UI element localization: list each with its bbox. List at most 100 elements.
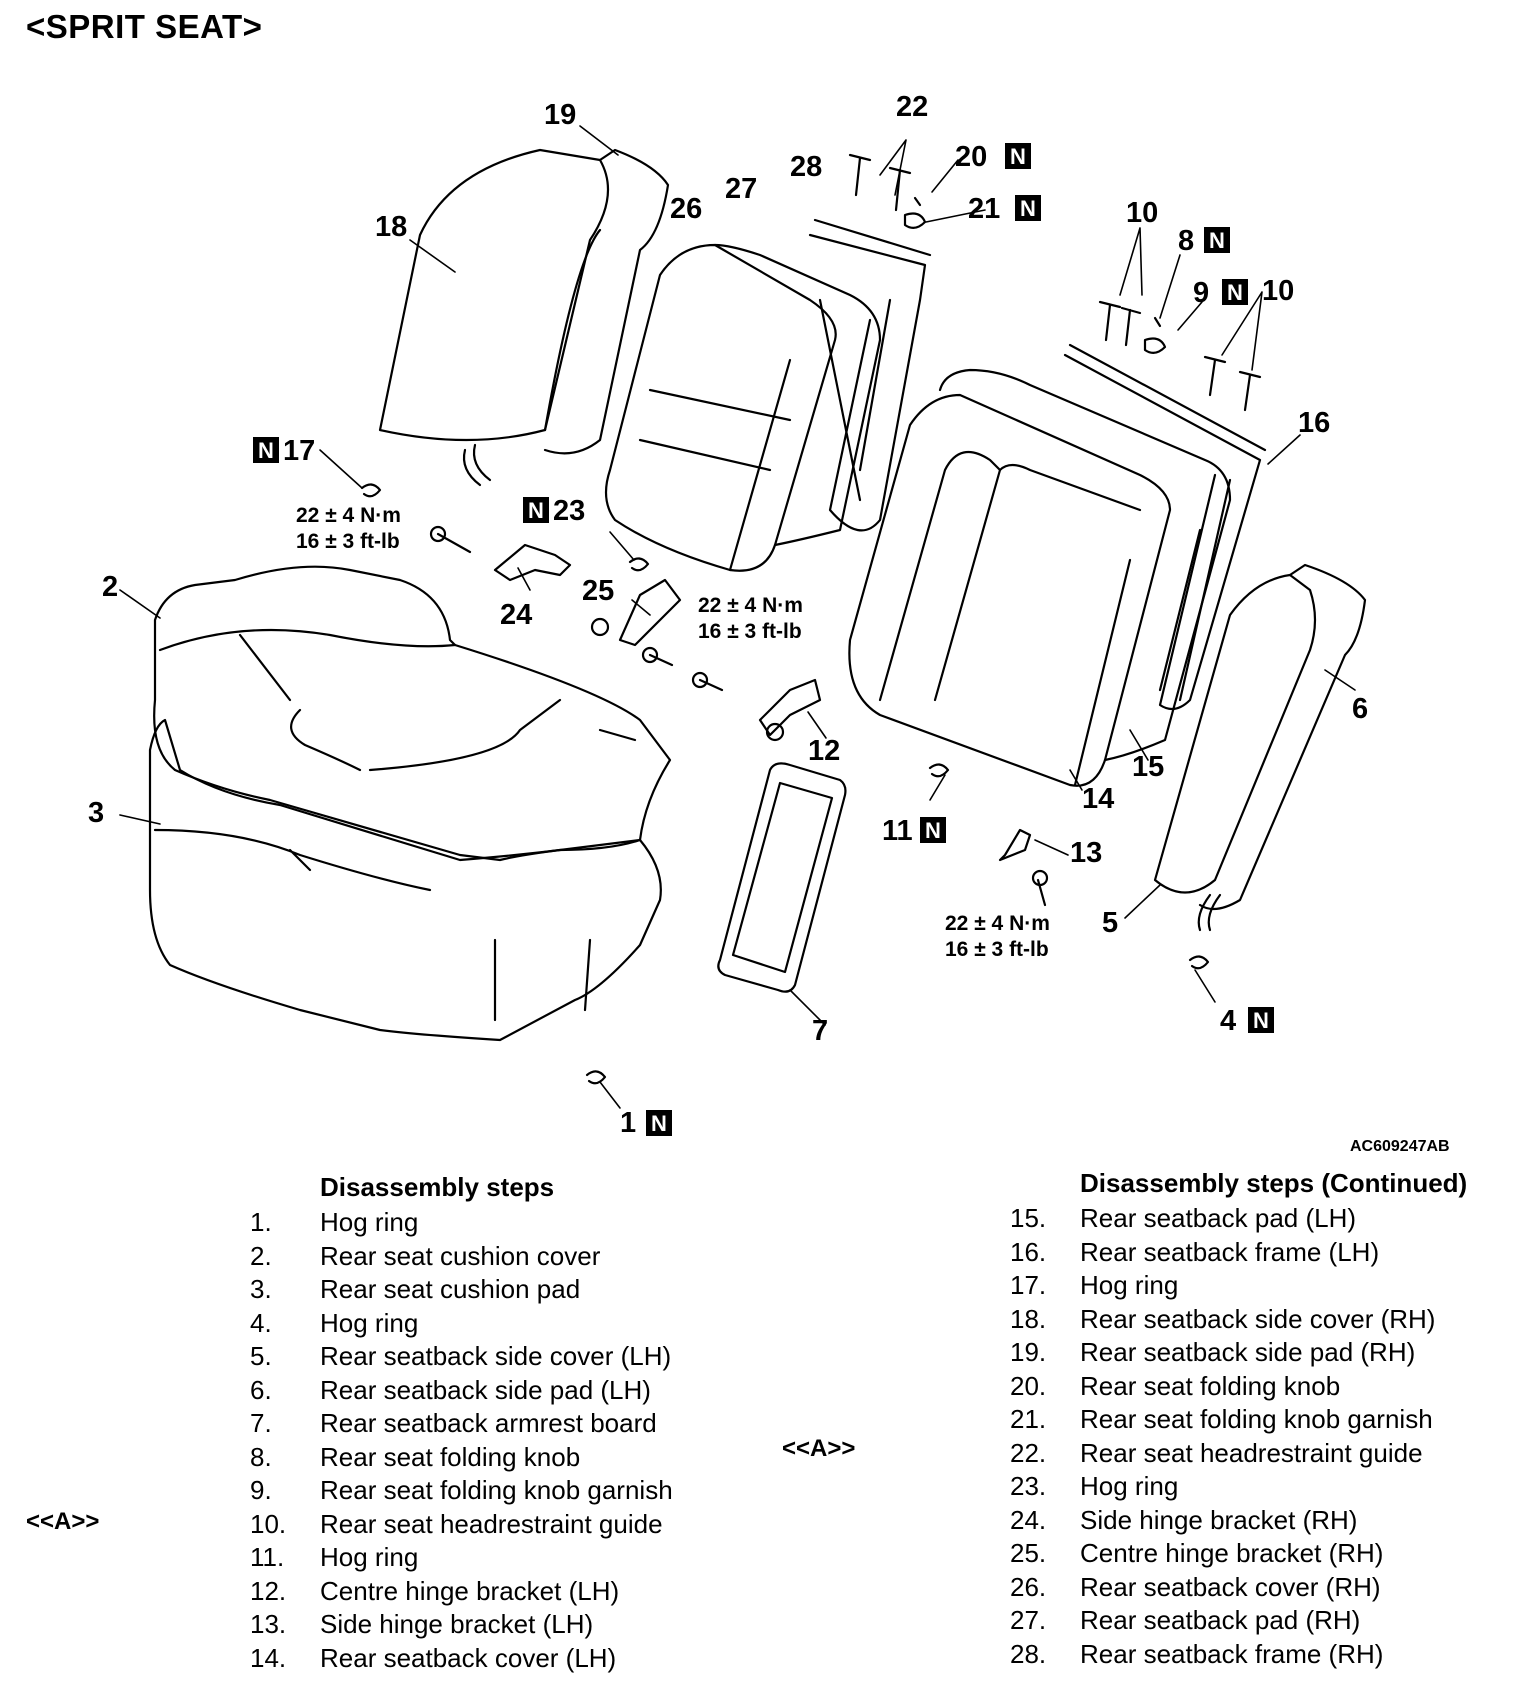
seatback-side-cover-rh	[378, 148, 670, 487]
figure-code: AC609247AB	[1350, 1138, 1450, 1155]
step-number: 2.	[250, 1240, 272, 1271]
callout-19: 19	[544, 99, 576, 131]
step-row: 18. Rear seatback side cover (RH)	[1010, 1303, 1467, 1337]
step-name: Rear seatback pad (RH)	[1080, 1605, 1361, 1636]
exploded-diagram: 19 18 22 28 20 27 26 21 10 8 9 10 16 17 …	[88, 91, 1368, 1139]
step-row: 1.Hog ring	[250, 1206, 673, 1240]
step-row: 10. Rear seat headrestraint guide	[250, 1508, 673, 1542]
callout-10a: 10	[1126, 197, 1158, 229]
step-row: 20. Rear seat folding knob	[1010, 1370, 1467, 1404]
callout-3: 3	[88, 797, 104, 829]
seatback-side-cover-lh	[1153, 563, 1367, 932]
step-row: 15.Rear seatback pad (LH)	[1010, 1202, 1467, 1236]
step-number: 11.	[250, 1542, 285, 1573]
callout-25: 25	[582, 575, 614, 607]
seatback-rh	[604, 218, 932, 572]
step-number: 20.	[1010, 1370, 1047, 1401]
step-row: 16. Rear seatback frame (LH)	[1010, 1236, 1467, 1270]
step-number: 14.	[250, 1642, 287, 1673]
step-name: Rear seat folding knob	[1080, 1370, 1341, 1401]
steps-heading-continued: Disassembly steps (Continued)	[1080, 1168, 1468, 1198]
service-point-marker-step-22: <<A>>	[782, 1435, 856, 1462]
step-row: 28.Rear seatback frame (RH)	[1010, 1638, 1467, 1672]
callout-2: 2	[102, 571, 118, 603]
step-row: 6.Rear seatback side pad (LH)	[250, 1374, 673, 1408]
step-name: Hog ring	[1080, 1270, 1179, 1301]
callout-15: 15	[1132, 751, 1164, 783]
step-number: 19.	[1010, 1337, 1047, 1368]
step-name: Rear seatback armrest board	[320, 1408, 657, 1439]
step-row: 13.Side hinge bracket (LH)	[250, 1608, 673, 1642]
step-row: 19.Rear seatback side pad (RH)	[1010, 1336, 1467, 1370]
step-name: Rear seat folding knob garnish	[320, 1475, 673, 1506]
callout-24: 24	[500, 599, 532, 631]
new-part-badge: N	[1020, 196, 1036, 221]
step-number: 22.	[1010, 1437, 1047, 1468]
step-row: 2. Rear seat cushion cover	[250, 1240, 673, 1274]
step-row: 5.Rear seatback side cover (LH)	[250, 1340, 673, 1374]
step-number: 8.	[250, 1441, 272, 1472]
step-number: 16.	[1010, 1236, 1047, 1267]
step-name: Side hinge bracket (RH)	[1080, 1504, 1358, 1535]
step-name: Rear seat cushion cover	[320, 1240, 601, 1271]
step-name: Rear seatback frame (LH)	[1080, 1236, 1380, 1267]
torque-spec-2-ftlb: 16 ± 3 ft-lb	[698, 620, 802, 643]
step-name: Hog ring	[320, 1542, 419, 1573]
step-name: Rear seat folding knob garnish	[1080, 1404, 1433, 1435]
seat-cushion-pad	[148, 718, 662, 1042]
step-name: Rear seat headrestraint guide	[1080, 1437, 1423, 1468]
callout-10b: 10	[1262, 275, 1294, 307]
step-number: 21.	[1010, 1404, 1047, 1435]
step-name: Rear seatback cover (RH)	[1080, 1571, 1381, 1602]
step-row: 27. Rear seatback pad (RH)	[1010, 1604, 1467, 1638]
step-row: 3.Rear seat cushion pad	[250, 1273, 673, 1307]
page-title: <SPRIT SEAT>	[26, 8, 263, 45]
step-number: 26.	[1010, 1571, 1047, 1602]
step-number: 27.	[1010, 1605, 1047, 1636]
step-name: Rear seat headrestraint guide	[320, 1508, 663, 1539]
step-name: Rear seatback side cover (LH)	[320, 1341, 672, 1372]
step-name: Rear seatback side pad (LH)	[320, 1374, 651, 1405]
callout-9: 9	[1193, 277, 1209, 309]
step-row: 4.Hog ring	[250, 1307, 673, 1341]
callout-14: 14	[1082, 783, 1114, 815]
step-number: 7.	[250, 1408, 272, 1439]
step-number: 28.	[1010, 1638, 1047, 1669]
callout-21: 21	[968, 193, 1000, 225]
step-name: Rear seat cushion pad	[320, 1274, 581, 1305]
service-point-marker-step-10: <<A>>	[26, 1508, 100, 1535]
callout-23: 23	[553, 495, 585, 527]
step-row: 25.Centre hinge bracket (RH)	[1010, 1537, 1467, 1571]
hinge-brackets	[429, 525, 1049, 907]
step-number: 23.	[1010, 1471, 1047, 1502]
step-name: Rear seatback side cover (RH)	[1080, 1303, 1436, 1334]
new-part-badge: N	[651, 1111, 667, 1136]
new-part-badge: N	[925, 818, 941, 843]
step-number: 10.	[250, 1508, 287, 1539]
callout-18: 18	[375, 211, 407, 243]
step-row: 17.Hog ring	[1010, 1269, 1467, 1303]
step-number: 15.	[1010, 1203, 1047, 1234]
step-name: Hog ring	[320, 1207, 419, 1238]
leader-lines	[119, 125, 1356, 1109]
callout-7: 7	[812, 1015, 828, 1047]
step-number: 24.	[1010, 1504, 1047, 1535]
new-part-badge: N	[1253, 1008, 1269, 1033]
step-number: 25.	[1010, 1538, 1047, 1569]
step-number: 18.	[1010, 1303, 1047, 1334]
steps-heading: Disassembly steps	[320, 1172, 555, 1202]
new-part-badge: N	[528, 498, 544, 523]
step-row: 21. Rear seat folding knob garnish	[1010, 1403, 1467, 1437]
callout-17: 17	[283, 435, 315, 467]
new-part-badge: N	[258, 438, 274, 463]
callout-13: 13	[1070, 837, 1102, 869]
callout-28: 28	[790, 151, 822, 183]
step-number: 13.	[250, 1609, 287, 1640]
callout-8: 8	[1178, 225, 1194, 257]
new-part-badges: N N N N N N N N N	[253, 143, 1274, 1136]
step-row: 7. Rear seatback armrest board	[250, 1407, 673, 1441]
step-row: 23.Hog ring	[1010, 1470, 1467, 1504]
callout-5: 5	[1102, 907, 1118, 939]
step-name: Centre hinge bracket (LH)	[320, 1575, 620, 1606]
step-name: Rear seat folding knob	[320, 1441, 581, 1472]
